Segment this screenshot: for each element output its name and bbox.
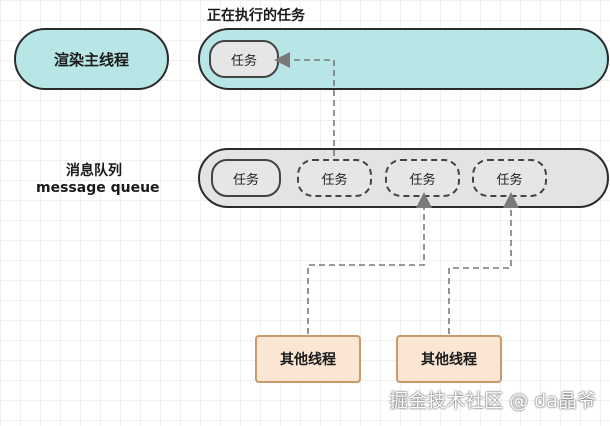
dequeue-arrow bbox=[274, 52, 335, 156]
queue-task-1: 任务 bbox=[211, 159, 281, 197]
watermark: 掘金技术社区 @ da晶爷 bbox=[389, 390, 596, 412]
queue-task-2: 任务 bbox=[297, 159, 372, 197]
enqueue-arrow-2 bbox=[448, 192, 519, 334]
queue-label-cn: 消息队列 bbox=[66, 163, 122, 179]
other-thread-1: 其他线程 bbox=[255, 335, 361, 383]
render-main-thread: 渲染主线程 bbox=[14, 28, 169, 90]
queue-task-label: 任务 bbox=[321, 172, 348, 188]
queue-task-3: 任务 bbox=[385, 159, 460, 197]
queue-task-label: 任务 bbox=[496, 172, 523, 188]
running-task-bar bbox=[198, 28, 609, 90]
other-thread-2: 其他线程 bbox=[396, 335, 502, 383]
running-task: 任务 bbox=[209, 40, 279, 78]
enqueue-arrow-1 bbox=[307, 192, 432, 334]
queue-task-label: 任务 bbox=[409, 172, 436, 188]
queue-label-en: message queue bbox=[36, 180, 160, 196]
running-task-title: 正在执行的任务 bbox=[207, 8, 305, 24]
queue-task-label: 任务 bbox=[232, 172, 259, 188]
render-main-thread-label: 渲染主线程 bbox=[53, 50, 129, 69]
running-task-label: 任务 bbox=[230, 53, 257, 69]
other-thread-label: 其他线程 bbox=[421, 352, 477, 368]
other-thread-label: 其他线程 bbox=[280, 352, 336, 368]
